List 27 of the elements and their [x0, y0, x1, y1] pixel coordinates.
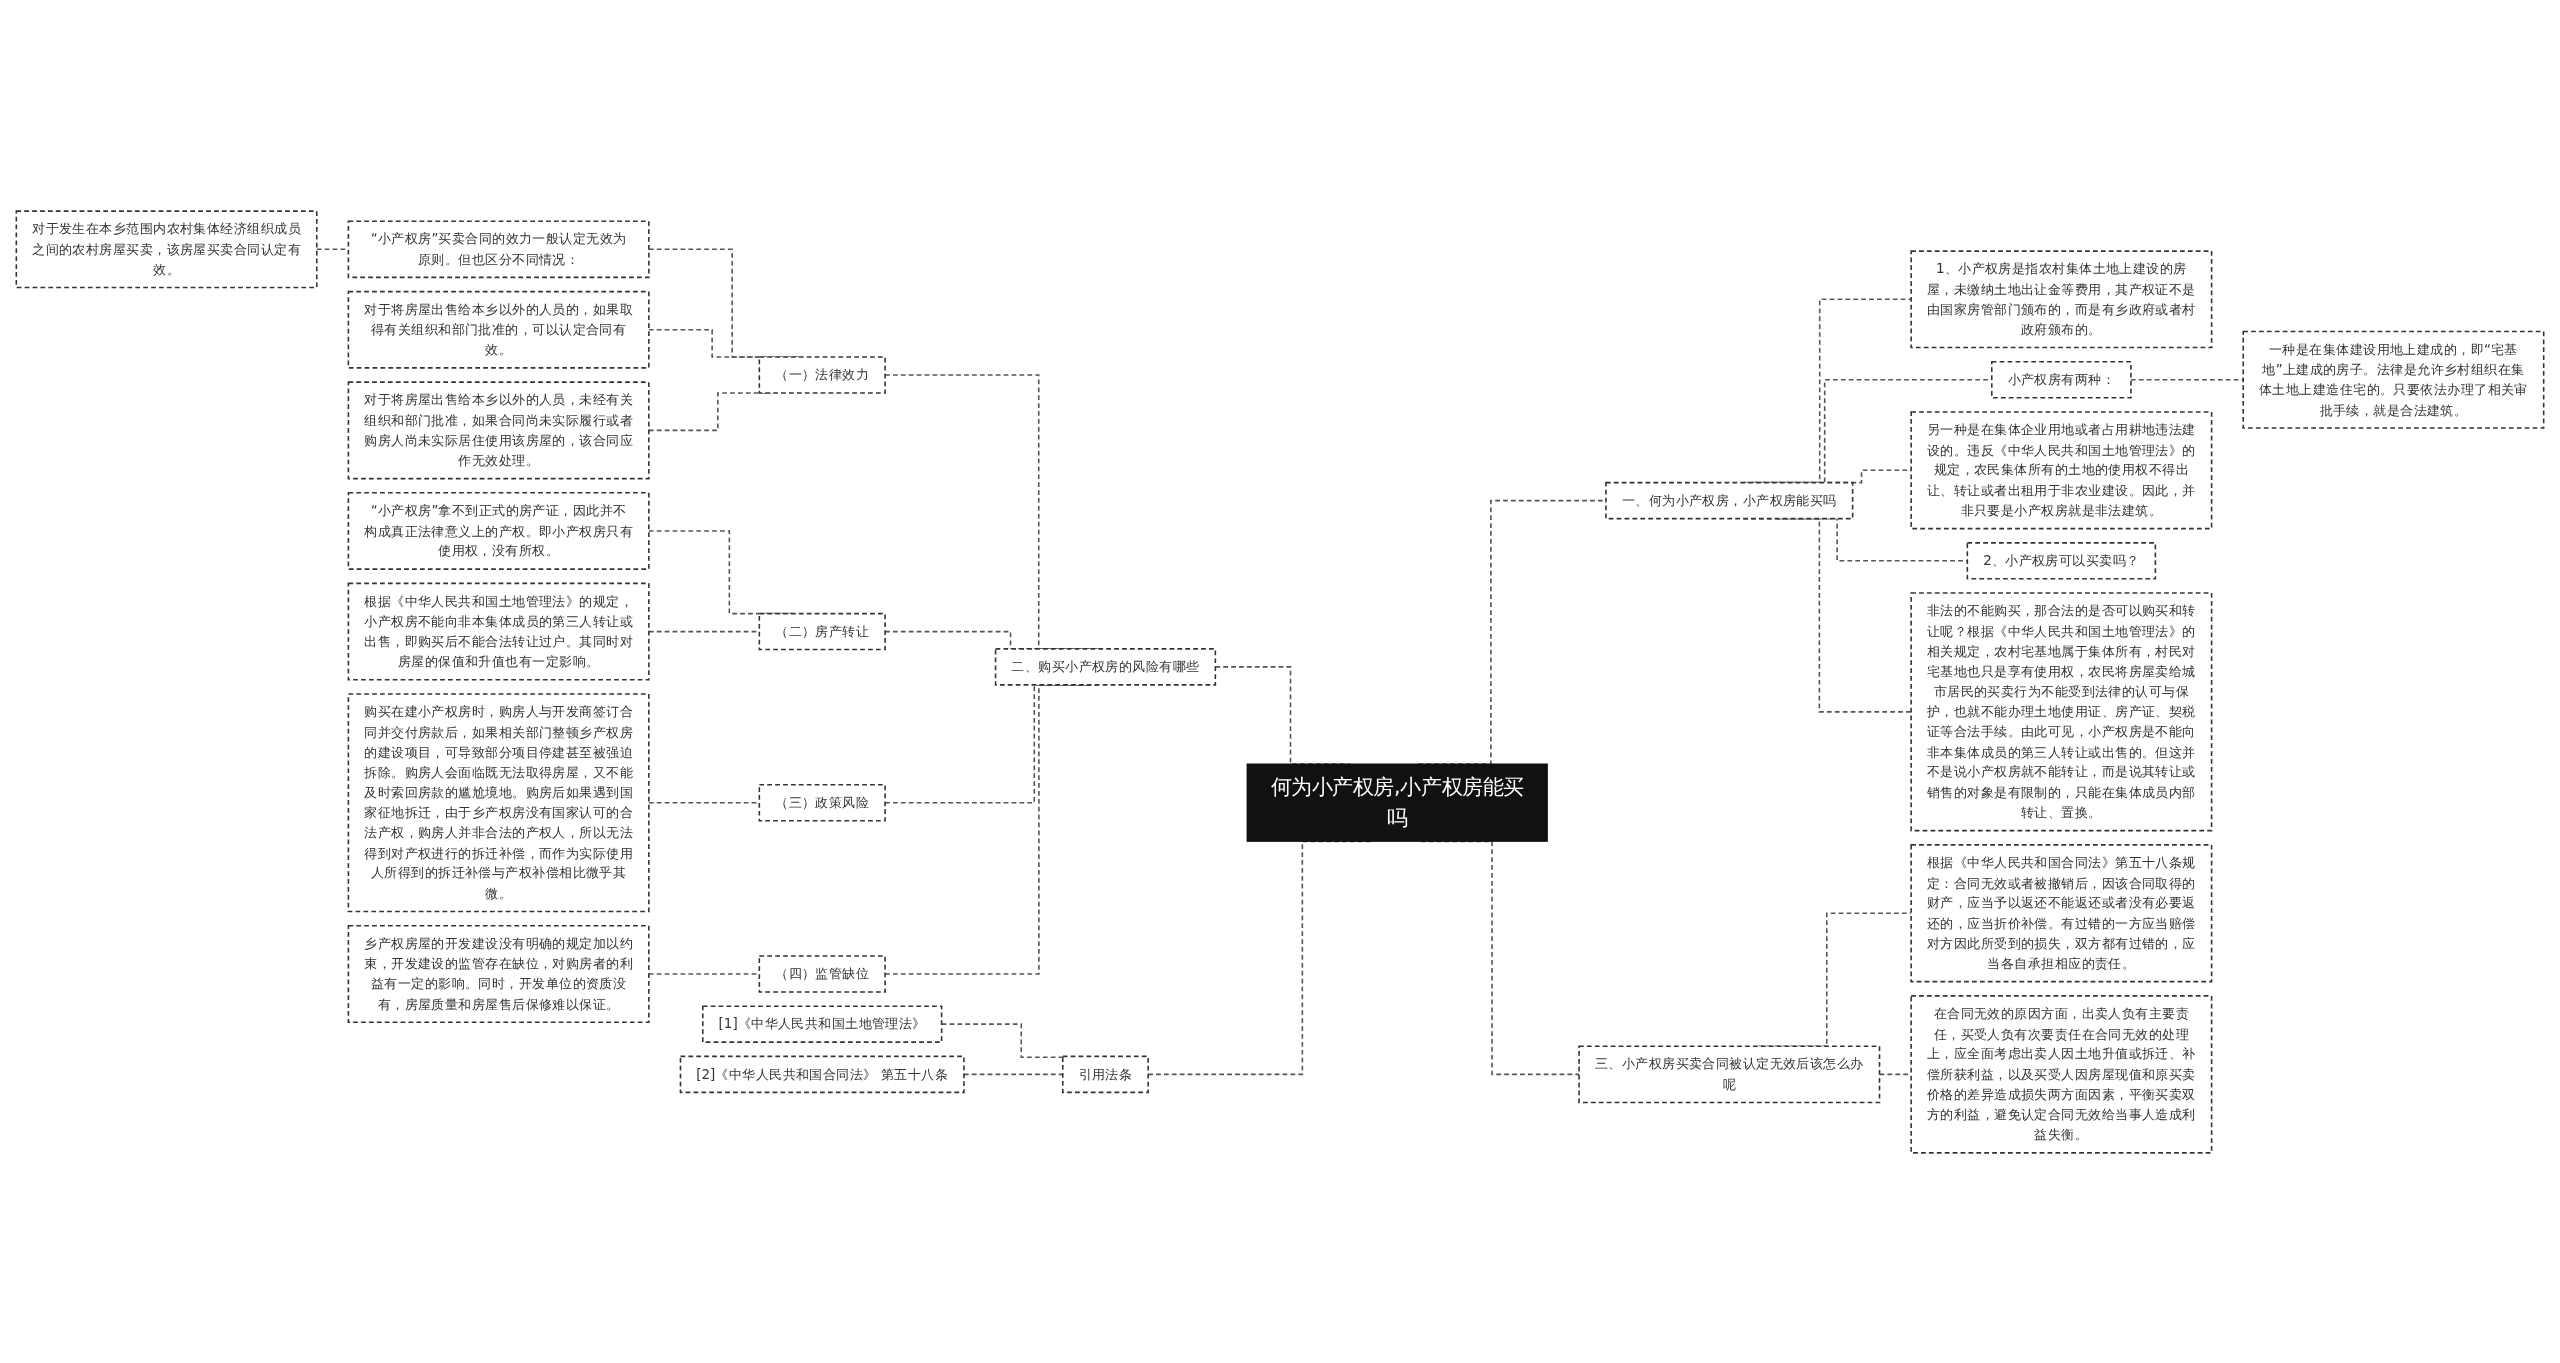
node-box: 小产权房有两种： [1991, 360, 2132, 399]
node-box: “小产权房”拿不到正式的房产证，因此并不构成真正法律意义上的产权。即小产权房只有使用权，没有所权。 [347, 491, 650, 570]
node-box: 对于发生在本乡范围内农村集体经济组织成员之间的农村房屋买卖，该房屋买卖合同认定有效。 [15, 209, 318, 288]
node-box: 非法的不能购买，那合法的是否可以购买和转让呢？根据《中华人民共和国土地管理法》的相关规定，农村宅基地属于集体所有，村民对宅基地也只是享有使用权，农民将房屋卖给城市居民的买卖行为不能受到法律的认可与保护，也就不能办理土地使用证、房产证、契税证等合法手续。由此可见，小产权房是不能向非本集体成员的第三人转让或出售的。但这并不是说小产权房就不能转让，而是说其转让或销售的对象是有限制的，只能在集体成员内部转让、置换。 [1910, 591, 2213, 831]
node-box: （二）房产转让 [758, 612, 886, 650]
node-box: （一）法律效力 [758, 355, 886, 394]
node-box: “小产权房”买卖合同的效力一般认定无效为原则。但也区分不同情况： [347, 219, 650, 278]
node-box: 2、小产权房可以买卖吗？ [1966, 541, 2157, 580]
node-box: 根据《中华人民共和国土地管理法》的规定，小产权房不能向非本集体成员的第三人转让或出售，即购买后不能合法转让过户。其同时对房屋的保值和升值也有一定影响。 [347, 582, 650, 681]
node-box: 二、购买小产权房的风险有哪些 [994, 647, 1217, 686]
node-box: （四）监管缺位 [758, 954, 886, 993]
node-box: 一、何为小产权房，小产权房能买吗 [1605, 481, 1854, 519]
node-box: 购买在建小产权房时，购房人与开发商签订合同并交付房款后，如果相关部门整顿乡产权房的建设项目，可导致部分项目停建甚至被强迫拆除。购房人会面临既无法取得房屋，又不能及时索回房款的尴尬境地。购房后如果遇到国家征地拆迁，由于乡产权房没有国家认可的合法产权，购房人并非合法的产权人，所以无法得到对产权进行的拆迁补偿，而作为实际使用人所得到的拆迁补偿与产权补偿相比微乎其微。 [347, 692, 650, 912]
node-box: 引用法条 [1061, 1055, 1149, 1093]
node-box: [2]《中华人民共和国合同法》 第五十八条 [679, 1055, 965, 1093]
node-box: [1]《中华人民共和国土地管理法》 [702, 1004, 943, 1043]
node-box: 1、小产权房是指农村集体土地上建设的房屋，未缴纳土地出让金等费用，其产权证不是由国家房管部门颁布的，而是有乡政府或者村政府颁布的。 [1910, 249, 2213, 348]
node-box: （三）政策风险 [758, 783, 886, 822]
node-box: 对于将房屋出售给本乡以外的人员的，如果取得有关组织和部门批准的，可以认定合同有效。 [347, 290, 650, 369]
node-box: 三、小产权房买卖合同被认定无效后该怎么办呢 [1578, 1045, 1881, 1103]
node-box: 对于将房屋出售给本乡以外的人员，未经有关组织和部门批准，如果合同尚未实际履行或者购房人尚未实际居住使用该房屋的，该合同应作无效处理。 [347, 380, 650, 479]
node-box: 另一种是在集体企业用地或者占用耕地违法建设的。违反《中华人民共和国土地管理法》的规定，农民集体所有的土地的使用权不得出让、转让或者出租用于非农业建设。因此，并非只要是小产权房就是非法建筑。 [1910, 410, 2213, 529]
node-box: 乡产权房屋的开发建设没有明确的规定加以约束，开发建设的监管存在缺位，对购房者的利益有一定的影响。同时，开发单位的资质没有，房屋质量和房屋售后保修难以保证。 [347, 924, 650, 1023]
node-box: 根据《中华人民共和国合同法》第五十八条规定：合同无效或者被撤销后，因该合同取得的财产，应当予以返还不能返还或者没有必要返还的，应当折价补偿。有过错的一方应当赔偿对方因此所受到的损失，双方都有过错的，应当各自承担相应的责任。 [1910, 843, 2213, 982]
node-box: 一种是在集体建设用地上建成的，即“宅基地”上建成的房子。法律是允许乡村组织在集体土地上建造住宅的。只要依法办理了相关审批手续，就是合法建筑。 [2242, 330, 2545, 429]
node-box: 何为小产权房,小产权房能买吗 [1246, 763, 1548, 842]
node-box: 在合同无效的原因方面，出卖人负有主要责任，买受人负有次要责任在合同无效的处理上，应全面考虑出卖人因土地升值或拆迁、补偿所获利益，以及买受人因房屋现值和原买卖价格的差异造成损失两方面因素，平衡买卖双方的利益，避免认定合同无效给当事人造成利益失衡。 [1910, 994, 2213, 1154]
